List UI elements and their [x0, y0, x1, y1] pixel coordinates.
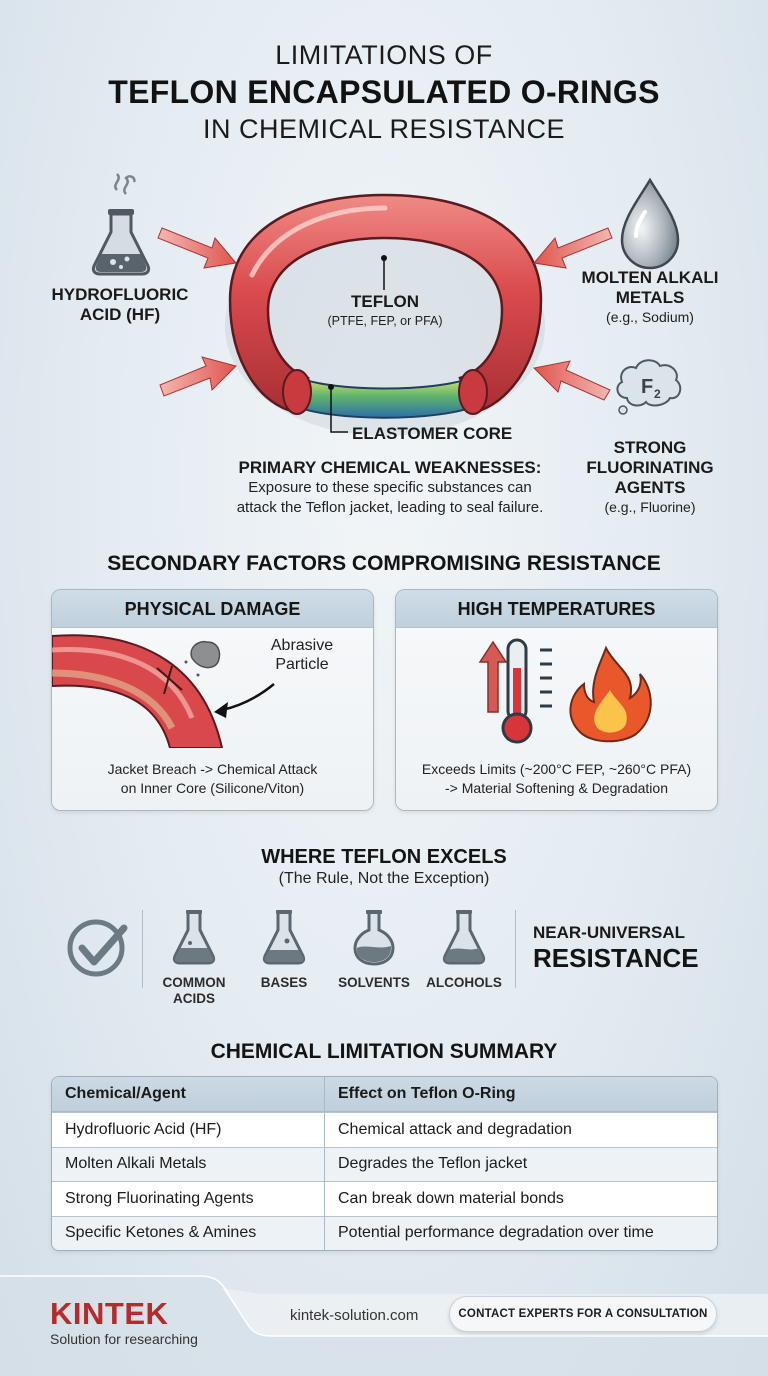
excels-item-alcohols: ALCOHOLS [419, 908, 509, 991]
kintek-logo[interactable]: KINTEK Solution for researching [50, 1296, 198, 1348]
column-header: Effect on Teflon O-Ring [325, 1077, 717, 1112]
divider [515, 910, 516, 988]
svg-text:F: F [641, 376, 653, 398]
table-row: Hydrofluoric Acid (HF) Chemical attack a… [52, 1112, 717, 1147]
card-title: PHYSICAL DAMAGE [52, 590, 373, 628]
teflon-label: TEFLON (PTFE, FEP, or PFA) [327, 292, 443, 328]
checkmark-circle-icon [67, 919, 128, 977]
contact-experts-button[interactable]: CONTACT EXPERTS FOR A CONSULTATION [449, 1296, 717, 1332]
column-header: Chemical/Agent [52, 1077, 325, 1112]
table-row: Strong Fluorinating Agents Can break dow… [52, 1181, 717, 1216]
erlenmeyer-flask-icon [442, 910, 486, 965]
erlenmeyer-flask-icon [172, 910, 216, 965]
card-physical-damage: PHYSICAL DAMAGE Abrasive Particle Jacket… [51, 589, 374, 811]
table-cell: Can break down material bonds [325, 1181, 717, 1216]
primary-weaknesses: PRIMARY CHEMICAL WEAKNESSES: Exposure to… [236, 458, 544, 516]
metal-drop-icon [620, 177, 680, 270]
title-line-2: TEFLON ENCAPSULATED O-RINGS [108, 74, 660, 110]
flask-fumes-icon [91, 173, 151, 276]
attack-arrow-icon [157, 227, 613, 401]
table-cell: Degrades the Teflon jacket [325, 1146, 717, 1181]
round-flask-icon [353, 910, 395, 966]
f2-cloud-icon: F 2 [616, 359, 682, 415]
thermometer-icon [501, 638, 552, 744]
elastomer-core-label: ELASTOMER CORE [352, 424, 513, 443]
near-universal-resistance: NEAR-UNIVERSAL RESISTANCE [533, 923, 699, 973]
divider [142, 910, 143, 988]
chemical-limitation-table: Chemical/Agent Effect on Teflon O-Ring H… [51, 1076, 718, 1251]
up-arrow-icon [478, 640, 508, 713]
teflon-ring-icon [228, 193, 543, 419]
table-cell: Potential performance degradation over t… [325, 1215, 717, 1250]
card-caption: Exceeds Limits (~200°C FEP, ~260°C PFA) … [421, 761, 692, 796]
excels-item-common-acids: COMMON ACIDS [149, 908, 239, 1007]
excels-heading: WHERE TEFLON EXCELS (The Rule, Not the E… [261, 846, 507, 887]
title-line-3: IN CHEMICAL RESISTANCE [202, 114, 566, 144]
table-row: Specific Ketones & Amines Potential perf… [52, 1215, 717, 1250]
erlenmeyer-flask-icon [262, 910, 306, 965]
secondary-heading: SECONDARY FACTORS COMPROMISING RESISTANC… [107, 552, 661, 575]
table-cell: Chemical attack and degradation [325, 1112, 717, 1147]
excels-item-bases: BASES [239, 908, 329, 991]
table-cell: Strong Fluorinating Agents [52, 1181, 325, 1216]
o-ring-diagram: F 2 [91, 173, 682, 436]
svg-text:2: 2 [654, 387, 661, 401]
excels-item-solvents: SOLVENTS [329, 908, 419, 991]
threat-fluorinating-agents: STRONG FLUORINATING AGENTS (e.g., Fluori… [586, 438, 714, 515]
card-high-temperatures: HIGH TEMPERATURES Exceeds Limits (~ [395, 589, 718, 811]
threat-molten-alkali-metals: MOLTEN ALKALI METALS (e.g., Sodium) [581, 268, 719, 325]
table-header-row: Chemical/Agent Effect on Teflon O-Ring [52, 1077, 717, 1112]
table-cell: Molten Alkali Metals [52, 1146, 325, 1181]
website-link[interactable]: kintek-solution.com [290, 1307, 419, 1324]
abrasive-particle-label: Abrasive Particle [270, 637, 334, 673]
damaged-ring-icon [52, 634, 275, 748]
fire-icon [569, 645, 652, 743]
table-row: Molten Alkali Metals Degrades the Teflon… [52, 1146, 717, 1181]
footer: KINTEK Solution for researching kintek-s… [0, 1274, 768, 1376]
title-line-1: LIMITATIONS OF [275, 40, 493, 70]
threat-hydrofluoric-acid: HYDROFLUORIC ACID (HF) [51, 285, 189, 324]
summary-heading: CHEMICAL LIMITATION SUMMARY [210, 1040, 558, 1063]
abrasive-particle-icon [184, 640, 221, 677]
table-cell: Specific Ketones & Amines [52, 1215, 325, 1250]
card-caption: Jacket Breach -> Chemical Attack on Inne… [107, 761, 318, 796]
card-title: HIGH TEMPERATURES [396, 590, 717, 628]
table-cell: Hydrofluoric Acid (HF) [52, 1112, 325, 1147]
page-title: LIMITATIONS OF TEFLON ENCAPSULATED O-RIN… [0, 38, 768, 146]
